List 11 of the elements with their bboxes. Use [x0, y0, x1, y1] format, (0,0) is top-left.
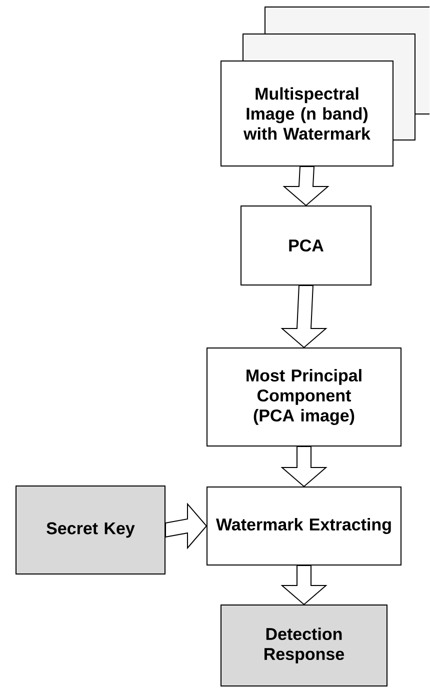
block-arrow	[280, 565, 328, 606]
block-arrow	[280, 285, 328, 348]
process-box: PCA	[240, 206, 372, 286]
output-box: Detection Response	[220, 604, 388, 686]
block-arrow	[165, 502, 208, 550]
block-arrow	[280, 446, 328, 488]
process-box: Multispectral Image (n band) with Watermark	[220, 60, 394, 166]
process-box: Most Principal Component (PCA image)	[206, 348, 402, 446]
process-box: Watermark Extracting	[206, 486, 402, 566]
block-arrow	[282, 166, 330, 206]
input-box: Secret Key	[16, 486, 166, 574]
